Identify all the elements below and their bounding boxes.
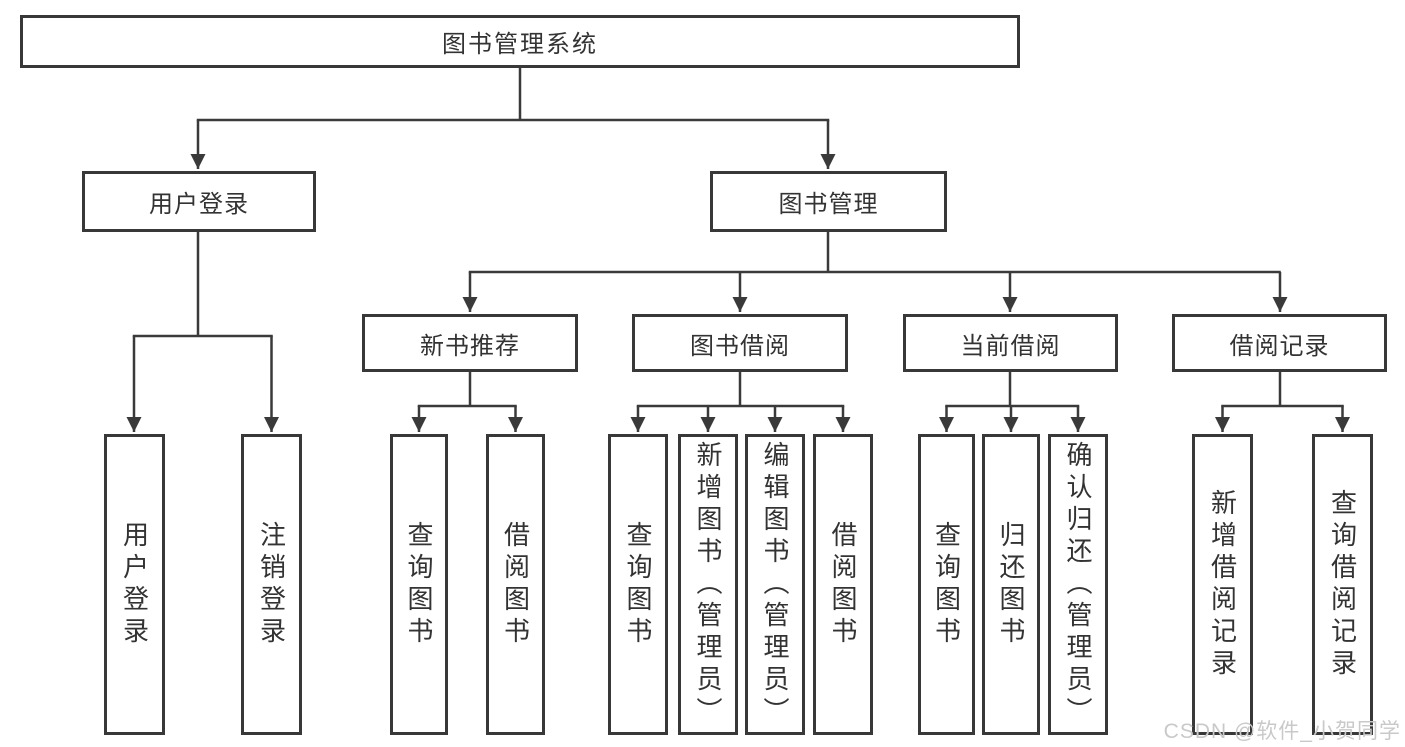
leaf-query-books-current: 查询图书	[918, 434, 975, 735]
node-user-login-label: 用户登录	[149, 191, 249, 218]
node-book-borrow: 图书借阅	[632, 314, 848, 372]
leaf-return-books-label: 归还图书	[996, 520, 1026, 649]
leaf-add-borrow-record-label: 新增借阅记录	[1207, 488, 1238, 681]
leaf-add-book-admin: 新增图书（管理员）	[678, 434, 738, 735]
node-current-borrow-label: 当前借阅	[960, 332, 1061, 360]
leaf-query-books-recommend: 查询图书	[390, 434, 448, 735]
leaf-logout-label: 注销登录	[256, 520, 287, 649]
node-book-borrow-label: 图书借阅	[690, 332, 790, 360]
leaf-logout: 注销登录	[241, 434, 302, 735]
node-borrow-records-label: 借阅记录	[1229, 332, 1330, 360]
leaf-confirm-return-admin: 确认归还（管理员）	[1048, 434, 1108, 735]
node-library-management-system-label: 图书管理系统	[442, 31, 598, 58]
leaf-add-book-admin-label: 新增图书（管理员）	[693, 440, 723, 729]
leaf-borrow-books-recommend-label: 借阅图书	[500, 520, 531, 649]
leaf-borrow-books-borrow: 借阅图书	[813, 434, 873, 735]
leaf-confirm-return-admin-label: 确认归还（管理员）	[1063, 440, 1093, 729]
node-current-borrow: 当前借阅	[903, 314, 1118, 372]
leaf-borrow-books-recommend: 借阅图书	[486, 434, 545, 735]
watermark: CSDN @软件_小贺同学	[1163, 720, 1401, 743]
leaf-user-login-label: 用户登录	[119, 520, 150, 649]
leaf-borrow-books-borrow-label: 借阅图书	[828, 520, 858, 649]
node-new-book-recommend: 新书推荐	[362, 314, 578, 372]
leaf-return-books: 归还图书	[982, 434, 1040, 735]
leaf-query-books-borrow-label: 查询图书	[623, 520, 653, 649]
leaf-user-login: 用户登录	[104, 434, 165, 735]
node-borrow-records: 借阅记录	[1172, 314, 1387, 372]
leaf-add-borrow-record: 新增借阅记录	[1192, 434, 1253, 735]
node-book-management-label: 图书管理	[778, 191, 879, 218]
leaf-query-books-current-label: 查询图书	[931, 520, 962, 649]
leaf-edit-book-admin: 编辑图书（管理员）	[745, 434, 805, 735]
leaf-query-books-recommend-label: 查询图书	[404, 520, 434, 649]
leaf-query-borrow-record: 查询借阅记录	[1312, 434, 1373, 735]
leaf-query-borrow-record-label: 查询借阅记录	[1327, 488, 1358, 681]
leaf-edit-book-admin-label: 编辑图书（管理员）	[760, 440, 790, 729]
node-user-login: 用户登录	[82, 171, 316, 232]
node-new-book-recommend-label: 新书推荐	[420, 332, 520, 360]
leaf-query-books-borrow: 查询图书	[608, 434, 668, 735]
node-library-management-system: 图书管理系统	[20, 15, 1020, 68]
node-book-management: 图书管理	[710, 171, 947, 232]
